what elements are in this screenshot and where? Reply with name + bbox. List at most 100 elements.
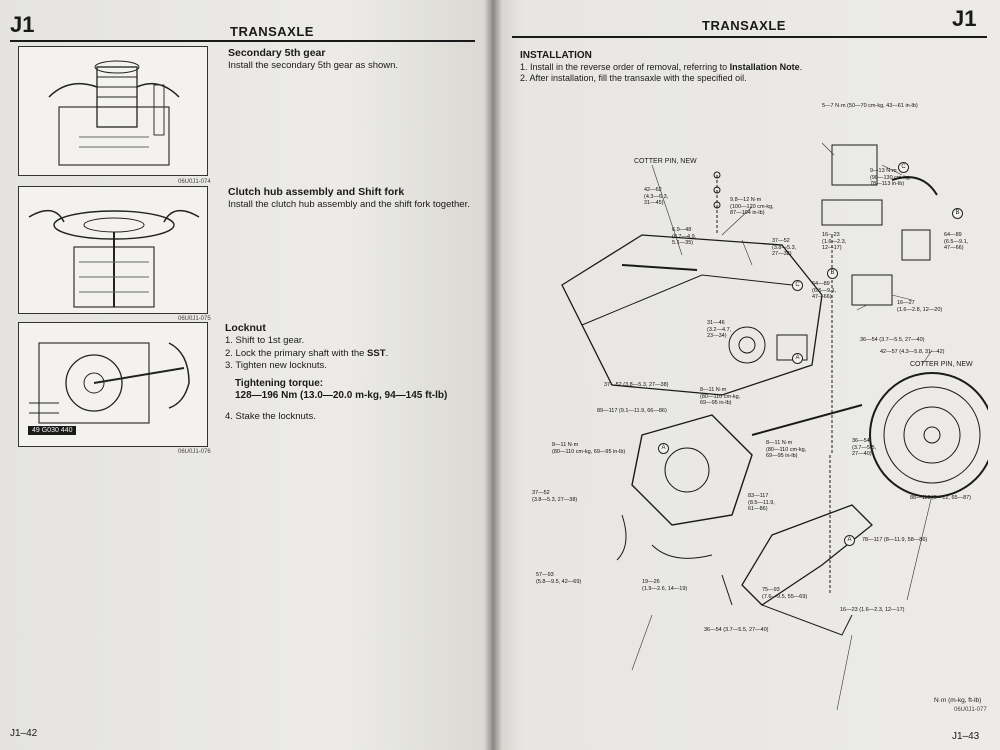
- torque-label-t14: 37—52 (3.8—5.3, 27—38): [604, 382, 669, 389]
- torque-line: (80—110 cm-kg,: [700, 393, 741, 400]
- torque-line: (0.7—4.9,: [672, 233, 697, 240]
- torque-line: (1.6—2.3,: [822, 238, 847, 245]
- torque-label-t24: 57—93(5.8—9.5, 42—69): [536, 572, 581, 585]
- units-note: N·m (m-kg, ft-lb): [934, 697, 982, 704]
- step-text-secondary-5th-gear: Install the secondary 5th gear as shown.: [228, 60, 398, 73]
- transaxle-drawing: [561, 142, 995, 711]
- torque-label-t21: 83—117(8.5—11.9,61—86): [748, 493, 775, 513]
- torque-label-t5: 6.9—48(0.7—4.9,5.1—35): [672, 227, 696, 247]
- torque-label-t6: 37—52(3.8—5.3,27—38): [772, 238, 796, 258]
- torque-label-t13: 42—57 (4.3—5.8, 31—42): [880, 349, 945, 356]
- torque-line: (100—120 cm-kg,: [730, 203, 774, 210]
- torque-line: 83—117: [748, 493, 769, 499]
- torque-line: 75—93: [762, 587, 780, 593]
- torque-line: 16—23 (1.6—2.3, 12—17): [840, 607, 905, 613]
- torque-line: 31—45): [644, 200, 664, 206]
- torque-line: 5—7 N·m (50—70 cm-kg, 43—61 in-lb): [822, 103, 918, 109]
- torque-line: 88—118 (9—12, 65—87): [910, 495, 972, 501]
- torque-line: (6.5—9.1,: [944, 238, 969, 245]
- torque-line: 6.9—48: [672, 227, 692, 233]
- torque-line: 23—34): [707, 333, 727, 339]
- torque-line: 9—13 N·m: [870, 168, 897, 174]
- locknut-illustration: [29, 342, 190, 424]
- torque-label-t2: 42—62(4.3—6.3,31—45): [644, 187, 668, 207]
- torque-label-t22: 88—118 (9—12, 65—87): [910, 495, 971, 502]
- step-title-locknut: Locknut: [225, 322, 266, 334]
- torque-line: 36—54 (3.7—5.5, 27—40): [860, 337, 925, 343]
- cotter-pin-note-left: COTTER PIN, NEW: [634, 158, 697, 165]
- torque-label-t26: 75—93(7.6—9.5, 55—69): [762, 587, 807, 600]
- callout-c-1: C: [792, 280, 803, 291]
- torque-line: 69—95 in-lb): [766, 453, 798, 459]
- torque-line: 9.8—12 N·m: [730, 197, 762, 203]
- torque-line: 36—54: [852, 438, 870, 444]
- torque-line: 64—89: [944, 232, 962, 238]
- locknut-step-4: 4. Stake the locknuts.: [225, 411, 316, 422]
- figure-secondary-5th-gear: [18, 46, 208, 176]
- header-rule-right: [512, 36, 987, 38]
- figure-code-076: 06U0J1-076: [178, 449, 211, 455]
- torque-label-t23: 78—117 (8—11.9, 58—86): [862, 537, 927, 544]
- header-rule-left: [10, 40, 475, 42]
- cotter-pin-note-right: COTTER PIN, NEW: [910, 361, 973, 368]
- installation-steps: 1. Install in the reverse order of remov…: [520, 62, 802, 84]
- step-line: Install the secondary 5th gear as shown.: [228, 60, 399, 71]
- torque-line: (1.6—2.8, 12—20): [897, 306, 943, 313]
- figure-clutch-hub: [18, 186, 208, 314]
- torque-line: 47—66): [812, 294, 832, 300]
- torque-label-t18: 8—11 N·m(80—110 cm-kg,69—95 in-lb): [766, 440, 806, 460]
- torque-label-t12: 36—54 (3.7—5.5, 27—40): [860, 337, 925, 344]
- torque-label-t3: 9.8—12 N·m(100—120 cm-kg,87—104 in-lb): [730, 197, 774, 217]
- book-gutter: [484, 0, 502, 750]
- torque-line: (6.5—9.1,: [812, 287, 837, 294]
- installation-step-1-prefix: 1. Install in the reverse order of remov…: [520, 62, 730, 72]
- torque-line: 37—52 (3.8—5.3, 27—38): [604, 382, 669, 388]
- torque-line: 37—52: [772, 238, 790, 244]
- torque-line: 36—54 (3.7—5.5, 27—40): [704, 627, 769, 633]
- clutch-hub-illustration: [28, 209, 200, 308]
- torque-label-t20: 37—52(3.8—5.3, 27—38): [532, 490, 577, 503]
- section-code-left: J1: [10, 12, 35, 37]
- callout-a-2: A: [792, 353, 803, 364]
- page-number-right: J1–43: [952, 731, 980, 742]
- callout-a-1: A: [658, 443, 669, 454]
- torque-label-t28: 36—54 (3.7—5.5, 27—40): [704, 627, 769, 634]
- figure-code-077: 06U0J1-077: [954, 707, 987, 713]
- torque-line: 31—46: [707, 320, 725, 326]
- installation-step-1: 1. Install in the reverse order of remov…: [520, 62, 802, 73]
- torque-line: 78—113 in-lb): [870, 181, 905, 187]
- callout-b-2: B: [952, 208, 963, 219]
- torque-line: 19—26: [642, 579, 660, 585]
- torque-label-t11: 31—46(3.2—4.7,23—34): [707, 320, 731, 340]
- torque-line: 42—62: [644, 187, 662, 193]
- installation-title: INSTALLATION: [520, 50, 592, 61]
- torque-line: 87—104 in-lb): [730, 210, 765, 216]
- gear-illustration: [48, 60, 180, 166]
- torque-line: (4.3—6.3,: [644, 193, 669, 200]
- torque-line: (7.6—9.5, 55—69): [762, 593, 808, 600]
- installation-note-ref: Installation Note: [729, 62, 800, 72]
- page-header-right: TRANSAXLE: [702, 18, 786, 33]
- figure-code-074: 06U0J1-074: [178, 179, 211, 185]
- torque-line: (90—130 cm-kg,: [870, 174, 911, 181]
- callout-c-2: C: [898, 162, 909, 173]
- callout-b-1: B: [827, 268, 838, 279]
- sst-label: SST: [367, 347, 386, 359]
- torque-line: (1.9—2.6, 14—19): [642, 585, 688, 592]
- torque-line: 42—57 (4.3—5.8, 31—42): [880, 349, 945, 355]
- figure-code-075: 06U0J1-075: [178, 316, 211, 322]
- locknut-step-2-prefix: 2. Lock the primary shaft with the: [225, 347, 368, 359]
- page-number-left: J1–42: [10, 728, 38, 739]
- torque-label-t4: 9—13 N·m(90—130 cm-kg,78—113 in-lb): [870, 168, 911, 188]
- torque-line: (8.5—11.9,: [748, 499, 775, 506]
- torque-line: (3.8—5.3, 27—38): [532, 496, 578, 503]
- torque-line: 8—11 N·m: [766, 440, 793, 446]
- torque-label-t16: 89—117 (9.1—11.9, 66—86): [597, 408, 667, 415]
- step-text-clutch-hub: Install the clutch hub assembly and the …: [228, 199, 470, 212]
- torque-label-t7: 16—23(1.6—2.3,12—17): [822, 232, 846, 252]
- torque-line: 16—23: [822, 232, 840, 238]
- step-line: Install the clutch hub assembly and the …: [228, 199, 470, 210]
- locknut-step-2-suffix: .: [385, 347, 389, 359]
- torque-line: (80—110 cm-kg, 69—95 in-lb): [552, 448, 626, 455]
- step-title-clutch-hub: Clutch hub assembly and Shift fork: [228, 186, 405, 198]
